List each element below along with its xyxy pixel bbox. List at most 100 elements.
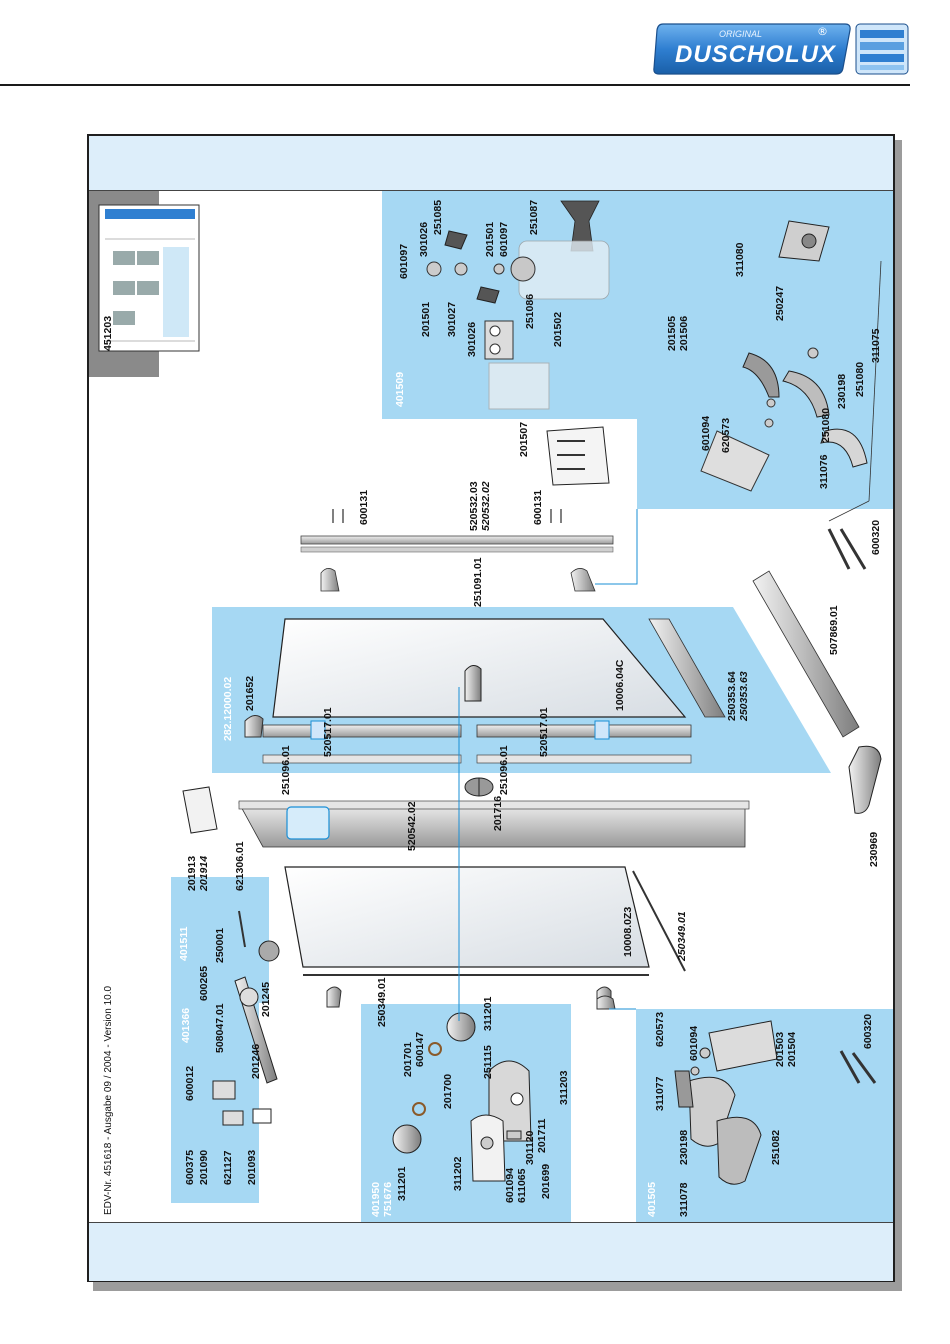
- label-201700: 201700: [442, 1074, 454, 1109]
- label-520517-a: 520517.01: [322, 707, 334, 757]
- rod-set-parts: [212, 910, 280, 1126]
- logo-small-text: ORIGINAL: [719, 29, 762, 39]
- label-311202: 311202: [452, 1156, 464, 1191]
- label-201501-a: 201501: [420, 302, 432, 337]
- part-labels: 601097 301026 251085 201501 601097 25108…: [178, 200, 882, 1217]
- label-601097-a: 601097: [398, 244, 410, 279]
- label-311078: 311078: [678, 1182, 690, 1217]
- label-251085: 251085: [432, 200, 444, 235]
- edv-version-line: EDV-Nr. 451618 - Ausgabe 09 / 2004 - Ver…: [103, 986, 114, 1215]
- label-601094-a: 601094: [700, 416, 712, 451]
- handle-230969: [848, 745, 882, 814]
- clip-201507: [546, 426, 610, 486]
- label-311080: 311080: [734, 242, 746, 277]
- label-621306: 621306.01: [234, 841, 246, 891]
- label-201501-b: 201501: [484, 222, 496, 257]
- label-251115: 251115: [482, 1045, 494, 1079]
- label-201699: 201699: [540, 1164, 552, 1199]
- label-201506: 201506: [678, 316, 690, 351]
- label-520542: 520542.02: [406, 801, 418, 851]
- screws-600320-top: [827, 528, 867, 570]
- set-code-401511: 401511: [178, 926, 190, 961]
- overview-ref-label: 451203: [102, 316, 114, 351]
- label-251096-a: 251096.01: [280, 745, 292, 795]
- label-311201-b: 311201: [396, 1166, 408, 1201]
- frame-header-band: [89, 136, 893, 191]
- label-600131-a: 600131: [358, 490, 370, 525]
- label-251080-b: 251080: [820, 408, 832, 443]
- label-201913: 201913: [186, 856, 198, 891]
- label-201505: 201505: [666, 316, 678, 351]
- label-520532-03: 520532.03: [468, 481, 480, 531]
- profiles-520517-251096: [244, 715, 692, 764]
- frame-footer-band: [89, 1222, 893, 1281]
- label-600375: 600375: [184, 1150, 196, 1185]
- label-251080-a: 251080: [854, 362, 866, 397]
- label-611065: 611065: [516, 1168, 528, 1203]
- label-201502: 201502: [552, 312, 564, 347]
- label-301026-b: 301026: [466, 322, 478, 357]
- logo-main-text: DUSCHOLUX: [675, 41, 837, 68]
- set-code-401505: 401505: [646, 1182, 658, 1217]
- label-250349-b: 250349.01: [676, 911, 688, 962]
- label-230969: 230969: [868, 832, 880, 867]
- label-230198-b: 230198: [678, 1130, 690, 1165]
- label-10008: 10008.0Z3: [622, 907, 634, 957]
- label-600012: 600012: [184, 1066, 196, 1101]
- label-251086: 251086: [524, 294, 536, 329]
- logo-registered-mark: ®: [817, 25, 828, 38]
- top-profile: [300, 509, 638, 592]
- label-301120: 301120: [524, 1130, 536, 1165]
- label-621127: 621127: [222, 1150, 234, 1185]
- set-code-401509: 401509: [394, 372, 406, 407]
- label-230198-a: 230198: [836, 374, 848, 409]
- label-250353-63: 250353.63: [738, 671, 750, 722]
- label-520517-b: 520517.01: [538, 707, 550, 757]
- label-620573-b: 620573: [654, 1012, 666, 1047]
- wall-profile-520542: [238, 800, 750, 848]
- duscholux-logo: ORIGINAL DUSCHOLUX ®: [653, 23, 909, 75]
- label-600265: 600265: [198, 966, 210, 1001]
- label-251082: 251082: [770, 1130, 782, 1165]
- label-251096-b: 251096.01: [498, 745, 510, 795]
- label-201716: 201716: [492, 796, 504, 831]
- label-311076: 311076: [818, 454, 830, 489]
- label-201503: 201503: [774, 1032, 786, 1067]
- set-panel-rod: [171, 877, 269, 1203]
- label-311077: 311077: [654, 1076, 666, 1111]
- label-600320-b: 600320: [862, 1014, 874, 1049]
- label-601094-c: 601094: [688, 1026, 700, 1061]
- label-201701: 201701: [402, 1042, 414, 1077]
- label-600320-a: 600320: [870, 520, 882, 555]
- label-508047: 508047.01: [214, 1003, 226, 1053]
- label-520532-02: 520532.02: [480, 481, 492, 531]
- label-601094-b: 601094: [504, 1168, 516, 1203]
- bracket-201913: [182, 786, 218, 834]
- label-250001: 250001: [214, 928, 226, 963]
- label-201711: 201711: [536, 1118, 548, 1153]
- label-201504: 201504: [786, 1032, 798, 1067]
- label-301026-a: 301026: [418, 222, 430, 257]
- set-code-401950: 401950: [370, 1182, 382, 1217]
- label-250247: 250247: [774, 286, 786, 321]
- set-code-282-12000-02: 282.12000.02: [222, 677, 234, 741]
- label-600131-b: 600131: [532, 490, 544, 525]
- label-507869: 507869.01: [828, 605, 840, 655]
- set-panel-hinge: [382, 191, 893, 509]
- label-251087: 251087: [528, 200, 540, 235]
- seal-201716: [464, 777, 494, 797]
- label-201246: 201246: [250, 1044, 262, 1079]
- label-601097-b: 601097: [498, 222, 510, 257]
- label-10006: 10006.04C: [614, 659, 626, 711]
- set-code-751676: 751676: [382, 1182, 394, 1217]
- label-201914: 201914: [198, 856, 210, 892]
- rod-507869: [752, 570, 860, 738]
- glass-panel-10006: [272, 618, 726, 718]
- overview-thumbnail: [89, 191, 200, 377]
- label-600147: 600147: [414, 1032, 426, 1067]
- label-201093: 201093: [246, 1150, 258, 1185]
- set-code-401366: 401366: [180, 1008, 192, 1043]
- label-251091: 251091.01: [472, 557, 484, 607]
- label-250353-64: 250353.64: [726, 671, 738, 721]
- label-301027: 301027: [446, 302, 458, 337]
